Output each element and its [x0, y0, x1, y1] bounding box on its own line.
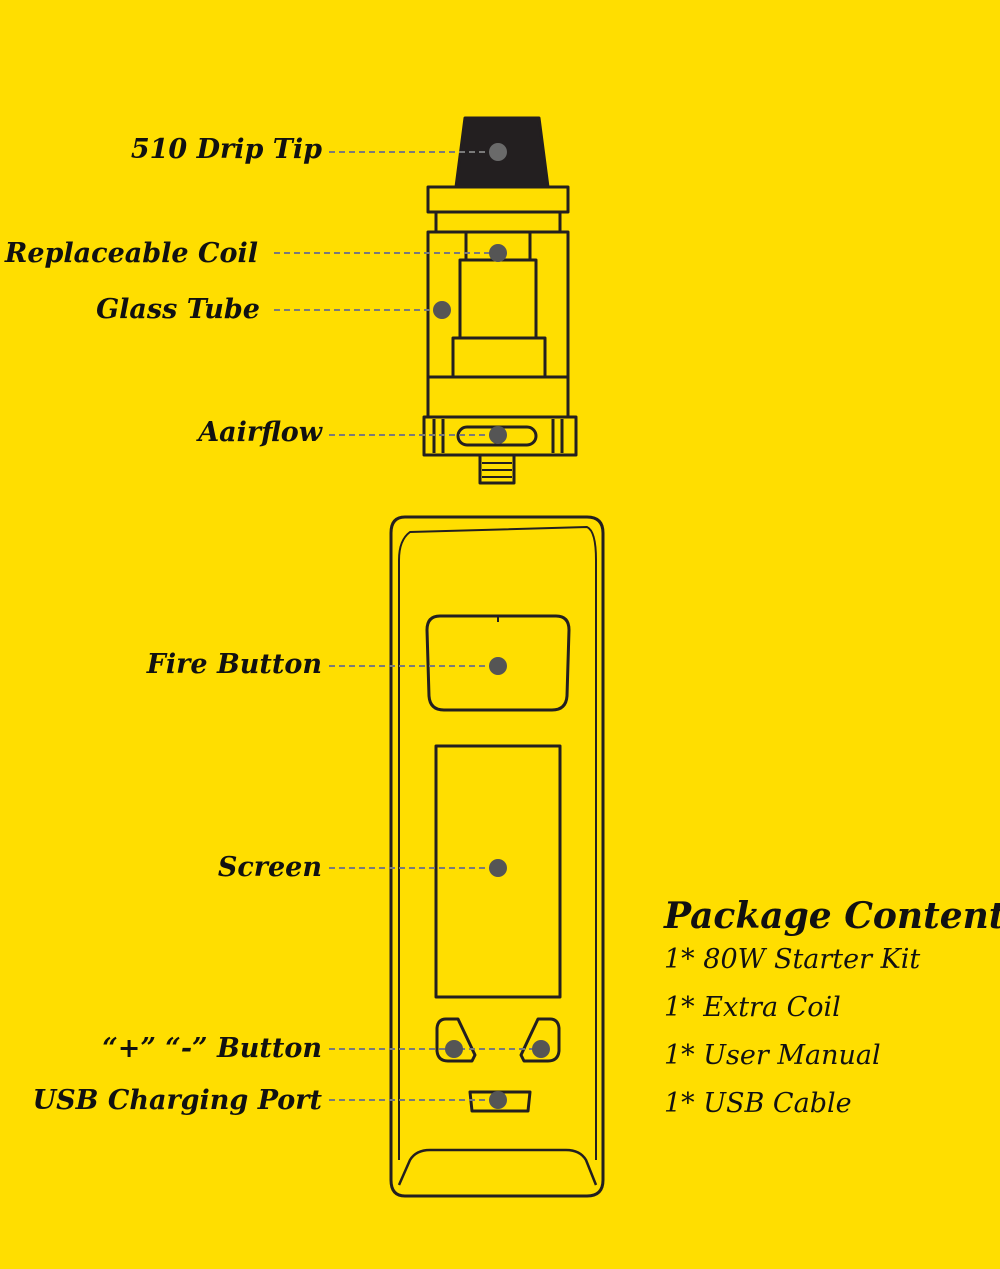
mod-body [389, 515, 605, 1198]
callout-dot [489, 244, 507, 262]
screen-shape [434, 744, 562, 999]
label-replaceable-coil: Replaceable Coil [4, 238, 258, 269]
leader-lines [274, 151, 541, 1101]
callout-dot [532, 1040, 550, 1058]
label-airflow: Aairflow [198, 417, 322, 448]
label-usb-charging-port: USB Charging Port [32, 1085, 322, 1116]
package-item: 1* USB Cable [664, 1088, 852, 1119]
label-glass-tube: Glass Tube [96, 294, 260, 325]
top-cap [426, 185, 570, 214]
label-fire-button: Fire Button [146, 649, 322, 680]
callout-dot [433, 301, 451, 319]
package-content: Package Content 1* 80W Starter Kit 1* Ex… [664, 895, 1000, 1138]
usb-port-shape [468, 1090, 532, 1113]
minus-button-shape [519, 1017, 561, 1063]
callout-dot [489, 859, 507, 877]
package-item: 1* Extra Coil [664, 992, 841, 1023]
package-title: Package Content [664, 895, 1000, 937]
package-item: 1* User Manual [664, 1040, 881, 1071]
plus-button-shape [435, 1017, 477, 1063]
label-plus-minus-button: “+” “-” Button [102, 1033, 322, 1064]
callout-dot [489, 657, 507, 675]
callout-dots [433, 143, 550, 1109]
callout-dot [489, 426, 507, 444]
fire-button-shape [425, 614, 571, 712]
callout-dot [489, 143, 507, 161]
package-item: 1* 80W Starter Kit [664, 944, 921, 975]
callout-dot [445, 1040, 463, 1058]
callout-dot [489, 1091, 507, 1109]
label-drip-tip: 510 Drip Tip [130, 134, 322, 165]
label-screen: Screen [217, 852, 322, 883]
thread-pin [478, 453, 516, 485]
